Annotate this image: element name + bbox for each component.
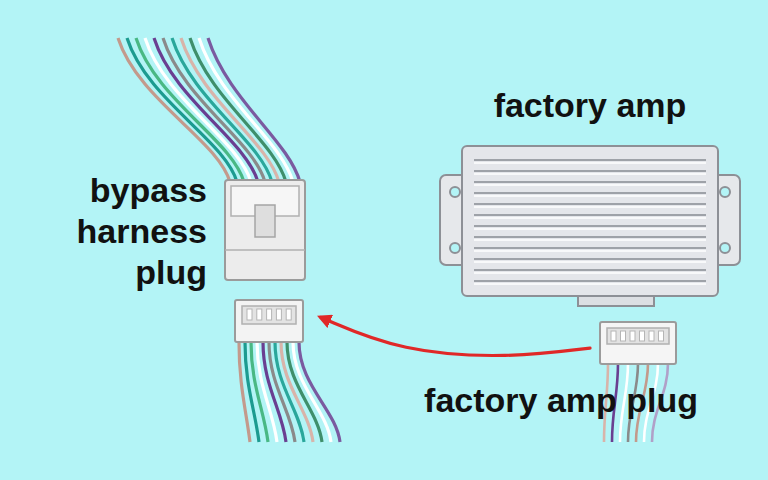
fin-line [474, 269, 706, 271]
bypass-harness-plug-drawing [225, 180, 305, 342]
fin-line [474, 192, 706, 194]
pin-slot [649, 331, 654, 341]
plug-seam [225, 249, 305, 251]
fin-line [474, 159, 706, 161]
harness-wire [190, 38, 286, 182]
plug-latch [255, 205, 275, 237]
harness-plug-box: bypass harness plug [225, 178, 307, 344]
harness-wire [257, 342, 277, 442]
part-label: factory amp [494, 85, 687, 126]
fin-line [474, 236, 706, 238]
harness-wire [199, 38, 293, 182]
pin-slot [630, 331, 635, 341]
mount-hole [450, 187, 460, 197]
amp-fins [474, 160, 706, 284]
plug-housing [600, 322, 676, 364]
plug-housing [225, 180, 305, 280]
pin-slot [640, 331, 645, 341]
pin-slot [276, 309, 281, 320]
harness-wire [293, 342, 331, 442]
amp-box: factory amp [462, 146, 718, 296]
harness-socket [235, 300, 303, 342]
fin-line [474, 258, 706, 260]
mount-hole [720, 243, 730, 253]
factory-amp-plug-drawing [600, 322, 676, 364]
fin-highlight [474, 217, 706, 219]
fin-highlight [474, 173, 706, 175]
arrow-connector [321, 317, 590, 355]
fin-line [474, 181, 706, 183]
fin-line [474, 170, 706, 172]
pin-slot [621, 331, 626, 341]
socket-face [242, 306, 296, 324]
fin-highlight [474, 184, 706, 186]
harness-wire [181, 38, 279, 182]
part-label: bypass harness plug [7, 170, 207, 292]
mount-hole [450, 243, 460, 253]
pin-slot [611, 331, 616, 341]
amp-plug-box: factory amp plug [600, 322, 676, 364]
fin-line [474, 214, 706, 216]
pin-slot [267, 309, 272, 320]
fin-highlight [474, 195, 706, 197]
fin-line [474, 280, 706, 282]
fin-highlight [474, 261, 706, 263]
fin-highlight [474, 283, 706, 285]
pin-slot [659, 331, 664, 341]
pin-slot [286, 309, 291, 320]
pin-slot [247, 309, 252, 320]
harness-wire [299, 342, 340, 442]
factory-amp-drawing [440, 146, 740, 306]
fin-line [474, 247, 706, 249]
harness-wire [208, 38, 300, 182]
fin-highlight [474, 228, 706, 230]
harness-wire [172, 38, 272, 182]
plug-pins [611, 331, 664, 341]
fin-highlight [474, 250, 706, 252]
fin-highlight [474, 162, 706, 164]
fin-highlight [474, 239, 706, 241]
amp-socket [578, 296, 654, 306]
fin-highlight [474, 272, 706, 274]
fin-highlight [474, 206, 706, 208]
fin-line [474, 203, 706, 205]
plug-face [607, 328, 669, 344]
part-label: factory amp plug [424, 380, 698, 421]
fin-line [474, 225, 706, 227]
amp-body [462, 146, 718, 296]
pin-slot [257, 309, 262, 320]
mount-hole [720, 187, 730, 197]
socket-pins [247, 309, 291, 320]
